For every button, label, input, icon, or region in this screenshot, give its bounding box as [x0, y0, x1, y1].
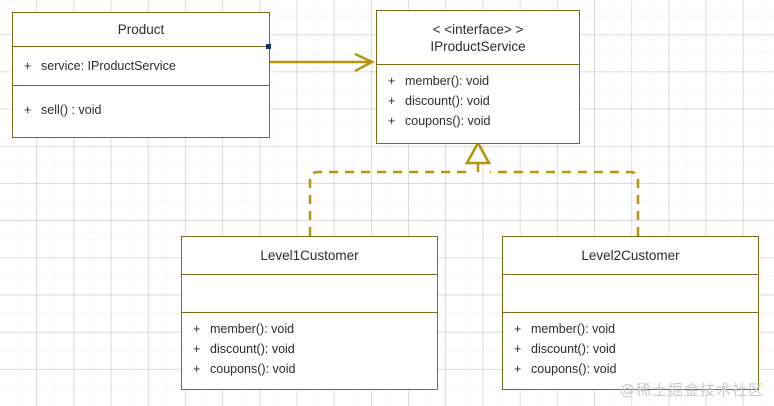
class-title-product: Product	[13, 13, 269, 47]
operation-signature: coupons(): void	[405, 113, 491, 128]
operation-row: + member(): void	[182, 319, 437, 339]
realization-dashed-bus[interactable]	[308, 162, 640, 236]
class-name-level1customer: Level1Customer	[260, 248, 359, 263]
class-attributes-level2customer	[503, 275, 758, 313]
class-operations-level2customer: + member(): void + discount(): void + co…	[503, 313, 758, 387]
visibility-marker: +	[193, 341, 201, 356]
visibility-marker: +	[514, 321, 522, 336]
visibility-marker: +	[388, 73, 396, 88]
realization-triangle-arrowhead	[464, 140, 492, 165]
visibility-marker: +	[388, 93, 396, 108]
class-name-product: Product	[117, 22, 165, 37]
visibility-marker: +	[24, 58, 32, 73]
class-operations-iproductservice: + member(): void + discount(): void + co…	[377, 65, 579, 143]
class-attributes-product: + service: IProductService	[13, 47, 269, 86]
operation-signature: member(): void	[210, 321, 295, 336]
class-title-iproductservice: < <interface> > IProductService	[377, 11, 579, 65]
visibility-marker: +	[193, 361, 201, 376]
class-name-iproductservice: IProductService	[430, 38, 526, 54]
class-box-iproductservice[interactable]: < <interface> > IProductService + member…	[376, 10, 580, 144]
class-operations-level1customer: + member(): void + discount(): void + co…	[182, 313, 437, 387]
class-stereotype: < <interface> >	[432, 21, 524, 37]
watermark: @稀土掘金技术社区	[619, 381, 764, 399]
operation-row: + member(): void	[503, 319, 758, 339]
visibility-marker: +	[514, 361, 522, 376]
operation-row: + member(): void	[377, 71, 579, 91]
operation-row: + coupons(): void	[377, 111, 579, 131]
operation-row: + discount(): void	[377, 91, 579, 111]
operation-signature: member(): void	[405, 73, 490, 88]
class-box-level2customer[interactable]: Level2Customer + member(): void + discou…	[502, 236, 759, 390]
class-title-level1customer: Level1Customer	[182, 237, 437, 275]
class-name-level2customer: Level2Customer	[581, 248, 680, 263]
class-attributes-level1customer	[182, 275, 437, 313]
visibility-marker: +	[514, 341, 522, 356]
selection-handle[interactable]	[266, 44, 271, 49]
attribute-signature: service: IProductService	[41, 58, 176, 73]
visibility-marker: +	[24, 103, 32, 117]
operation-signature: discount(): void	[405, 93, 490, 108]
visibility-marker: +	[193, 321, 201, 336]
class-title-level2customer: Level2Customer	[503, 237, 758, 275]
operation-row: + coupons(): void	[503, 359, 758, 379]
association-product-to-iproductservice[interactable]	[268, 52, 375, 73]
operation-signature: coupons(): void	[210, 361, 296, 376]
class-box-product[interactable]: Product + service: IProductService + sel…	[12, 12, 270, 138]
operation-signature: sell() : void	[41, 103, 102, 117]
class-operations-product: + sell() : void	[13, 86, 269, 135]
class-box-level1customer[interactable]: Level1Customer + member(): void + discou…	[181, 236, 438, 390]
visibility-marker: +	[388, 113, 396, 128]
operation-signature: member(): void	[531, 321, 616, 336]
operation-row: + discount(): void	[503, 339, 758, 359]
operation-row: + discount(): void	[182, 339, 437, 359]
operation-signature: discount(): void	[531, 341, 616, 356]
operation-signature: coupons(): void	[531, 361, 617, 376]
operation-signature: discount(): void	[210, 341, 295, 356]
operation-row: + coupons(): void	[182, 359, 437, 379]
attribute-row: + service: IProductService	[13, 56, 269, 76]
operation-row: + sell() : void	[13, 101, 269, 121]
